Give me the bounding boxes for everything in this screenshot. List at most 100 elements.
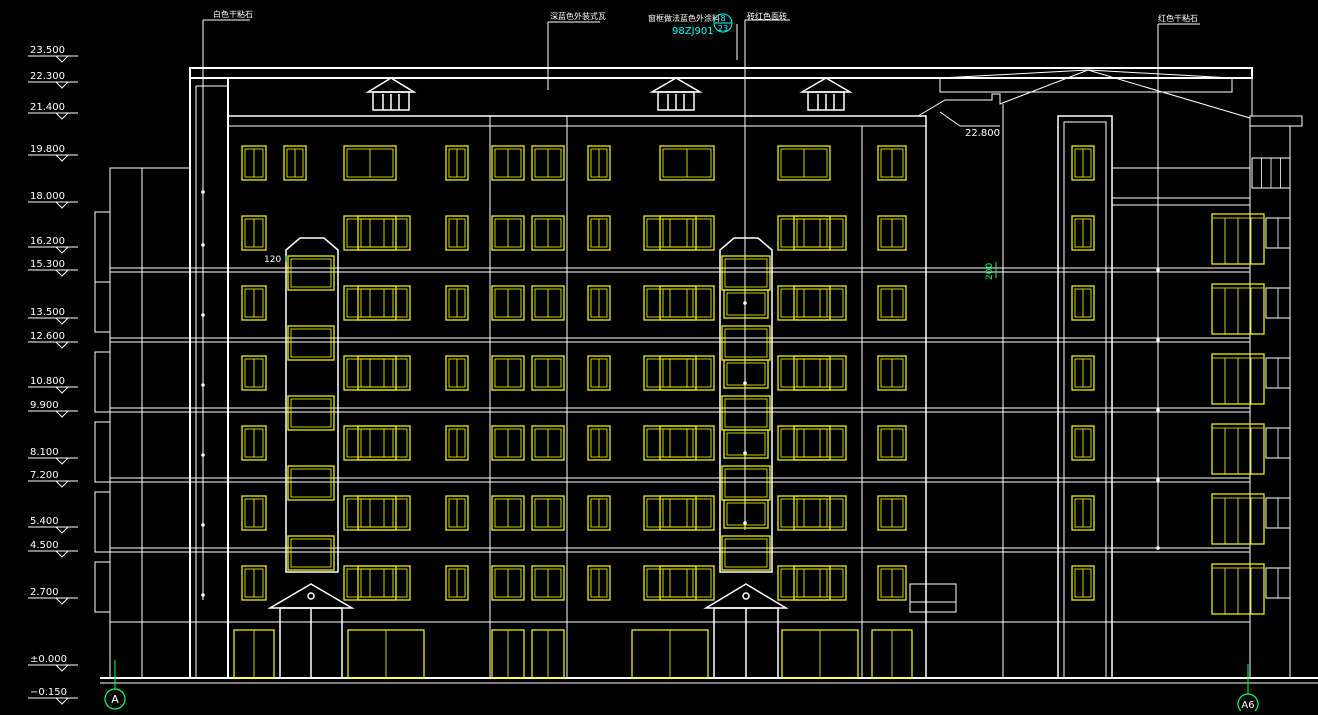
reference-callout: 98ZJ901 8 23 — [672, 13, 733, 37]
window-wide — [343, 215, 397, 251]
window-narrow — [241, 495, 267, 531]
elevation-marker: 8.100 — [28, 447, 78, 465]
svg-text:16.200: 16.200 — [30, 236, 65, 247]
shopfront-window — [781, 629, 859, 679]
leader-lines — [202, 19, 1200, 600]
stair-window — [721, 535, 771, 571]
window-wide — [777, 285, 831, 321]
window-narrow — [1071, 285, 1095, 321]
axis-markers: A A6 — [104, 660, 1259, 715]
window-wide — [777, 215, 831, 251]
entrance-porticos — [267, 583, 789, 679]
elevation-marker: −0.150 — [28, 687, 78, 705]
axis-label-a: A — [111, 693, 119, 706]
svg-text:5.400: 5.400 — [30, 516, 59, 527]
window-wide — [643, 565, 697, 601]
window-wide — [777, 425, 831, 461]
window-wide — [343, 355, 397, 391]
shopfront-window — [233, 629, 275, 679]
svg-text:−0.150: −0.150 — [30, 687, 67, 698]
svg-text:8.100: 8.100 — [30, 447, 59, 458]
svg-text:12.600: 12.600 — [30, 331, 65, 342]
svg-text:18.000: 18.000 — [30, 191, 65, 202]
stair-window — [723, 499, 769, 529]
window-wide — [357, 565, 411, 601]
stair-window — [287, 255, 335, 291]
window-narrow — [445, 565, 469, 601]
stair-window — [723, 289, 769, 319]
window-narrow — [1071, 495, 1095, 531]
svg-text:9.900: 9.900 — [30, 400, 59, 411]
stair-window — [721, 395, 771, 431]
window-narrow — [445, 145, 469, 181]
window-group — [241, 145, 1095, 601]
window-narrow — [445, 215, 469, 251]
stair-window — [721, 465, 771, 501]
stair-window — [287, 535, 335, 571]
window-medium — [491, 495, 525, 531]
annotation-top-center2: 砖红色面砖 — [747, 11, 787, 21]
shopfront-group — [233, 629, 913, 679]
window-narrow — [241, 355, 267, 391]
ref-num: 8 — [720, 14, 725, 23]
window-wide — [643, 355, 697, 391]
window-wide — [343, 495, 397, 531]
elevation-marker: 16.200 — [28, 236, 78, 254]
window-narrow — [587, 215, 611, 251]
stair-window — [287, 465, 335, 501]
roof-dormers — [365, 77, 853, 111]
window-wide — [793, 285, 847, 321]
svg-text:±0.000: ±0.000 — [30, 654, 67, 665]
window-narrow — [877, 495, 907, 531]
elevation-marker: 7.200 — [28, 470, 78, 488]
window-narrow — [1071, 355, 1095, 391]
window-wide — [643, 495, 697, 531]
window-wide — [659, 285, 715, 321]
annotation-top-center: 深蓝色外装式瓦 — [550, 11, 606, 21]
elevation-marker: 22.300 — [28, 71, 78, 89]
balcony — [1211, 283, 1291, 335]
window-wide — [357, 285, 411, 321]
window-wide — [343, 565, 397, 601]
window-medium — [531, 495, 565, 531]
svg-text:23.500: 23.500 — [30, 45, 65, 56]
window-medium — [491, 285, 525, 321]
window-wide — [777, 565, 831, 601]
elevation-marker: 10.800 — [28, 376, 78, 394]
side-canopy — [909, 583, 957, 613]
stair-towers — [285, 237, 773, 573]
floor-bands — [110, 267, 1250, 623]
shopfront-window — [631, 629, 709, 679]
window-medium — [491, 565, 525, 601]
window-wide — [777, 145, 831, 181]
svg-text:10.800: 10.800 — [30, 376, 65, 387]
elevation-marker: 2.700 — [28, 587, 78, 605]
annotation-top-right: 红色干粘石 — [1158, 13, 1198, 23]
window-narrow — [877, 215, 907, 251]
stair-window — [287, 325, 335, 361]
window-narrow — [241, 285, 267, 321]
stair-window — [723, 429, 769, 459]
window-medium — [531, 425, 565, 461]
window-wide — [659, 145, 715, 181]
window-medium — [531, 355, 565, 391]
window-wide — [659, 425, 715, 461]
window-medium — [531, 215, 565, 251]
svg-text:22.300: 22.300 — [30, 71, 65, 82]
window-medium — [491, 355, 525, 391]
window-narrow — [877, 565, 907, 601]
left-annex — [94, 167, 191, 679]
window-wide — [659, 565, 715, 601]
elevation-marker: 5.400 — [28, 516, 78, 534]
balcony — [1211, 213, 1291, 265]
svg-text:2.700: 2.700 — [30, 587, 59, 598]
window-narrow — [445, 425, 469, 461]
svg-text:13.500: 13.500 — [30, 307, 65, 318]
window-narrow — [877, 355, 907, 391]
main-building — [189, 67, 1303, 679]
stair-window — [721, 255, 771, 291]
balcony — [1211, 353, 1291, 405]
elevation-marker: 4.500 — [28, 540, 78, 558]
ref-den: 23 — [718, 24, 728, 33]
window-wide — [659, 495, 715, 531]
